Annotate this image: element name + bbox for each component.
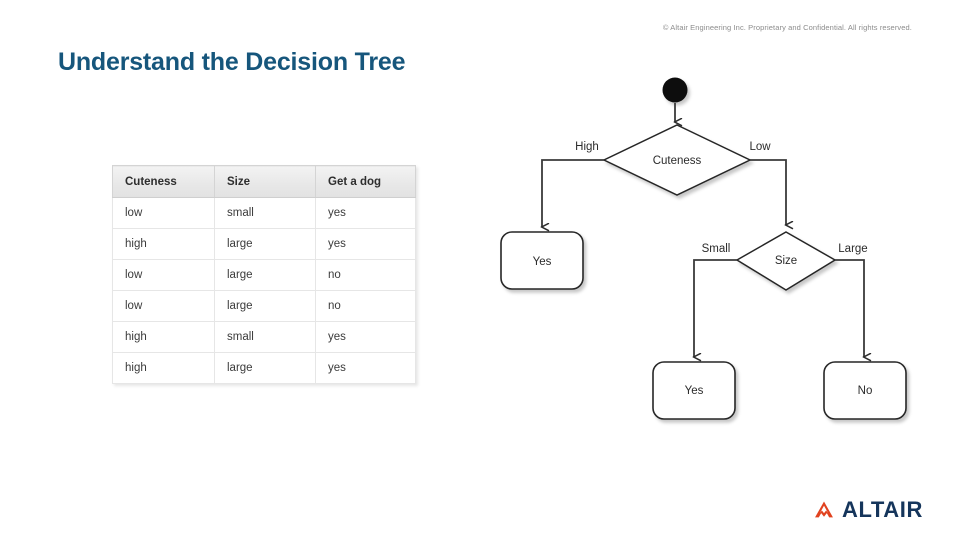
leaf-node-yes-left-label: Yes [533,256,552,268]
decision-node-size [735,231,837,291]
table-cell-cuteness: low [112,290,215,322]
leaf-node-no [823,361,907,420]
table-header-get-a-dog: Get a dog [315,165,416,198]
copyright-notice: © Altair Engineering Inc. Proprietary an… [662,23,912,32]
start-node [662,77,688,103]
edge-root-high [542,159,604,227]
leaf-node-yes-left [500,231,584,290]
table-row: low small yes [112,197,416,229]
decision-node-size-label: Size [775,255,797,267]
table-cell-size: large [214,259,316,291]
edge-label-high: High [575,141,599,153]
table-cell-cuteness: low [112,197,215,229]
edge-label-large: Large [838,243,867,255]
table-cell-get-a-dog: no [315,290,416,322]
table-header-cuteness: Cuteness [112,165,215,198]
edge-size-small [694,259,737,357]
table-cell-get-a-dog: yes [315,228,416,260]
table-cell-size: large [214,352,316,384]
dataset-table-container: Cuteness Size Get a dog low small yes hi… [112,165,416,384]
table-row: low large no [112,290,416,322]
table-cell-cuteness: high [112,228,215,260]
table-row: high large yes [112,228,416,260]
table-cell-size: small [214,321,316,353]
table-row: low large no [112,259,416,291]
decision-node-cuteness-label: Cuteness [653,155,702,167]
table-cell-get-a-dog: yes [315,352,416,384]
altair-wordmark: ALTAIR [842,497,923,522]
table-cell-cuteness: high [112,352,215,384]
leaf-node-yes-middle [652,361,736,420]
decision-tree-diagram: Cuteness High Low Yes Size Small Large [470,60,940,440]
table-cell-get-a-dog: yes [315,321,416,353]
table-header-row: Cuteness Size Get a dog [112,165,416,198]
altair-mark-icon [815,501,833,518]
table-cell-get-a-dog: no [315,259,416,291]
edge-label-low: Low [749,141,771,153]
dataset-table: Cuteness Size Get a dog low small yes hi… [112,165,416,384]
edge-label-small: Small [702,243,731,255]
edge-root-low [750,159,786,225]
table-cell-get-a-dog: yes [315,197,416,229]
leaf-node-no-label: No [858,385,873,397]
table-cell-size: small [214,197,316,229]
decision-node-cuteness [602,124,752,196]
leaf-node-yes-middle-label: Yes [685,385,704,397]
table-cell-cuteness: low [112,259,215,291]
table-row: high large yes [112,352,416,384]
edge-size-large [835,259,864,357]
table-header-size: Size [214,165,316,198]
altair-logo: ALTAIR [813,494,923,526]
table-cell-size: large [214,290,316,322]
table-cell-cuteness: high [112,321,215,353]
table-row: high small yes [112,321,416,353]
page-title: Understand the Decision Tree [58,48,406,76]
table-cell-size: large [214,228,316,260]
